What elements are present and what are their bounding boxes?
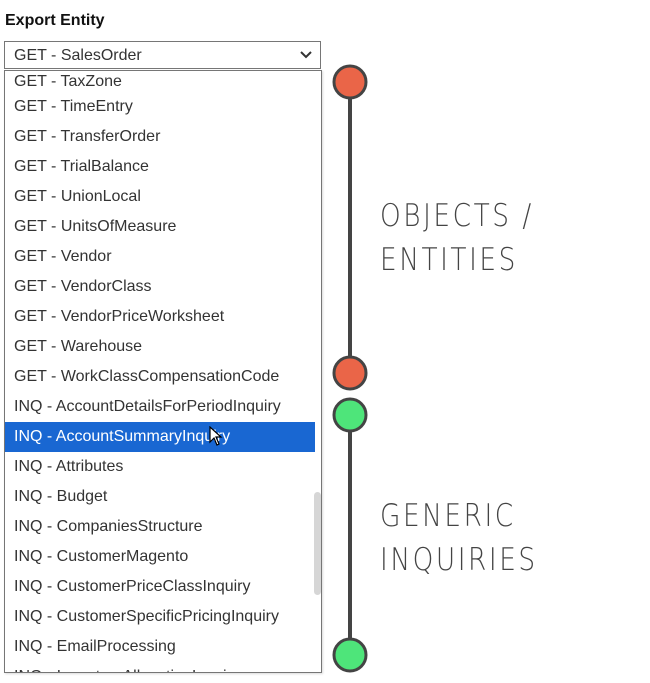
dropdown-option[interactable]: INQ - Budget — [14, 488, 108, 505]
generic-line2: INQUIRIES — [380, 542, 538, 578]
dropdown-option[interactable]: GET - VendorClass — [14, 278, 152, 295]
red-marker-top — [332, 64, 368, 100]
red-marker-bottom — [332, 355, 368, 391]
dropdown-option[interactable]: INQ - AccountDetailsForPeriodInquiry — [14, 398, 281, 415]
dropdown-option[interactable]: GET - UnionLocal — [14, 188, 141, 205]
dropdown-option[interactable]: GET - TimeEntry — [14, 98, 133, 115]
generic-line1: GENERIC — [380, 498, 516, 534]
dropdown-option[interactable]: GET - TrialBalance — [14, 158, 149, 175]
dropdown-option[interactable]: GET - Warehouse — [14, 338, 143, 355]
selected-value: GET - SalesOrder — [14, 47, 142, 64]
dropdown-option[interactable]: INQ - EmailProcessing — [14, 638, 176, 655]
dropdown-option[interactable]: GET - UnitsOfMeasure — [14, 218, 177, 235]
objects-entities-label: OBJECTS / ENTITIES — [380, 194, 534, 282]
mouse-cursor-icon — [209, 426, 223, 446]
green-marker-top — [332, 397, 368, 433]
objects-line1: OBJECTS / — [380, 198, 534, 234]
dropdown-option[interactable]: INQ - CustomerPriceClassInquiry — [14, 578, 251, 595]
scrollbar-thumb[interactable] — [314, 492, 321, 595]
dropdown-option[interactable]: GET - TaxZone — [14, 73, 122, 90]
dropdown-option[interactable]: INQ - CustomerMagento — [14, 548, 189, 565]
dropdown-option[interactable]: GET - VendorPriceWorksheet — [14, 308, 225, 325]
generic-inquiries-label: GENERIC INQUIRIES — [380, 494, 538, 582]
objects-line2: ENTITIES — [380, 242, 518, 278]
export-entity-select[interactable]: GET - SalesOrder — [4, 41, 321, 69]
chevron-down-icon — [300, 51, 312, 59]
dropdown-option[interactable]: INQ - InventoryAllocationInquiry — [5, 662, 315, 672]
dropdown-option[interactable]: INQ - CustomerSpecificPricingInquiry — [14, 608, 279, 625]
dropdown-option[interactable]: INQ - AccountSummaryInquiry — [5, 422, 315, 452]
green-marker-bottom — [332, 637, 368, 673]
dropdown-option[interactable]: GET - Vendor — [14, 248, 112, 265]
dropdown-option[interactable]: INQ - Attributes — [14, 458, 124, 475]
dropdown-option[interactable]: GET - WorkClassCompensationCode — [14, 368, 280, 385]
export-entity-label: Export Entity — [5, 12, 105, 29]
dropdown-option[interactable]: INQ - CompaniesStructure — [14, 518, 203, 535]
dropdown-option[interactable]: GET - TransferOrder — [14, 128, 161, 145]
